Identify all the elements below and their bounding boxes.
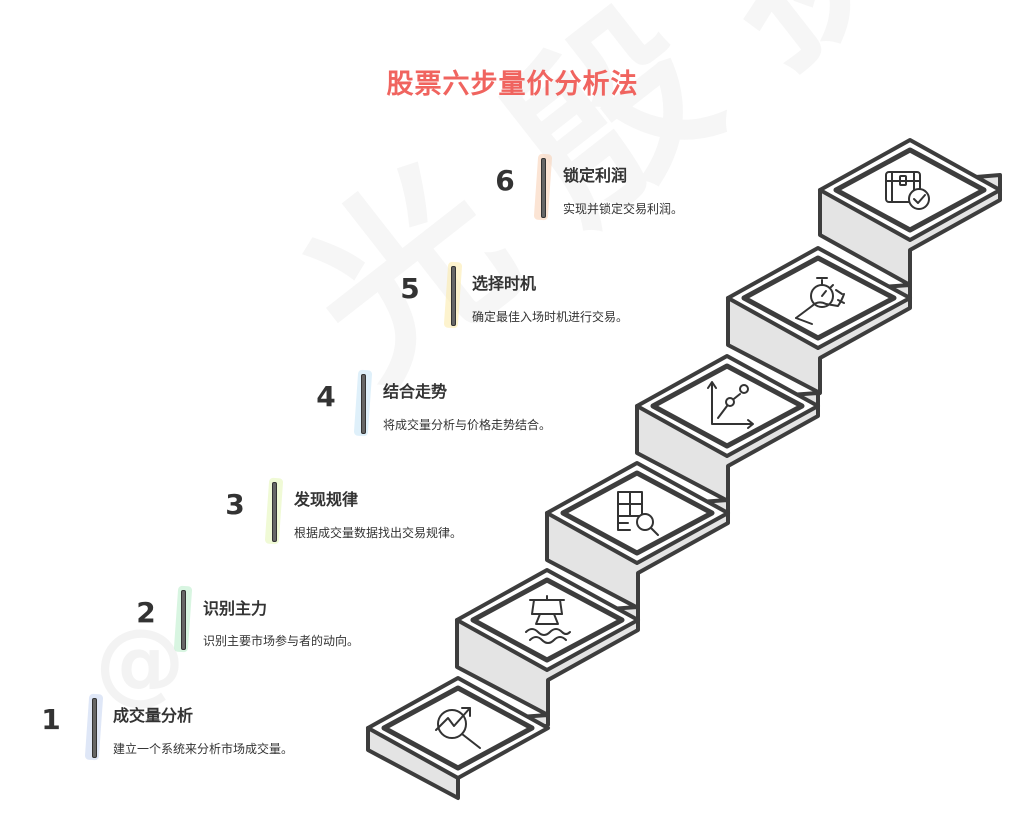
step-2-number: 2 <box>136 596 156 629</box>
step-4-description: 将成交量分析与价格走势结合。 <box>383 418 552 432</box>
step-5-bar <box>443 261 463 329</box>
treasure-check-icon <box>885 171 930 210</box>
step-5-description: 确定最佳入场时机进行交易。 <box>472 310 629 324</box>
step-2-bar <box>173 585 193 653</box>
page-title: 股票六步量价分析法 <box>386 69 639 100</box>
step-5-top <box>726 246 912 350</box>
step-3-description: 根据成交量数据找出交易规律。 <box>294 526 463 540</box>
step-4-title: 结合走势 <box>383 382 448 401</box>
step-2-description: 识别主要市场参与者的动向。 <box>203 634 360 648</box>
step-4-number: 4 <box>316 380 336 413</box>
step-5-title: 选择时机 <box>472 274 537 293</box>
step-3-top <box>545 461 730 565</box>
trend-graph-icon <box>707 381 754 429</box>
puzzle-search-icon <box>617 491 659 536</box>
watermark-at: @ <box>95 610 185 715</box>
step-5-number: 5 <box>400 272 420 305</box>
step-1-number: 1 <box>41 703 61 736</box>
step-1-title: 成交量分析 <box>113 706 194 725</box>
step-1-bar <box>84 693 104 761</box>
step-1-top <box>366 676 550 780</box>
hand-stopwatch-icon <box>795 277 845 325</box>
step-3-number: 3 <box>225 488 245 521</box>
step-6-bar <box>533 153 553 221</box>
step-3-title: 发现规律 <box>294 490 359 509</box>
step-2-top <box>455 568 640 672</box>
step-6-description: 实现并锁定交易利润。 <box>563 202 684 216</box>
step-6-top <box>818 138 1002 242</box>
step-1-description: 建立一个系统来分析市场成交量。 <box>113 742 294 756</box>
step-6-title: 锁定利润 <box>563 166 628 185</box>
ship-waves-icon <box>525 595 571 644</box>
step-6-number: 6 <box>495 164 515 197</box>
chart-search-icon <box>435 707 481 749</box>
step-4-bar <box>353 369 373 437</box>
step-2-title: 识别主力 <box>203 599 268 618</box>
step-3-bar <box>264 477 284 545</box>
